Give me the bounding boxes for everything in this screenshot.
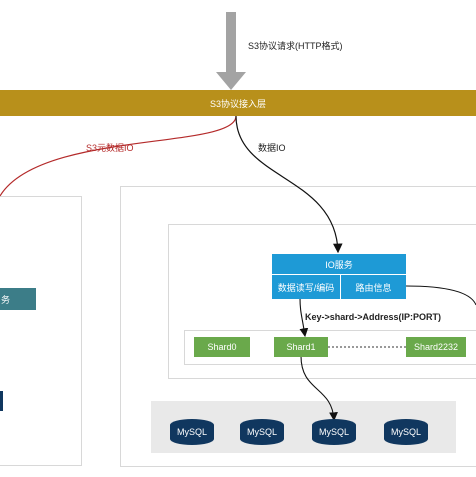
shard-label-0: Shard0 <box>207 342 237 352</box>
mysql-node-1[interactable]: MySQL <box>240 419 284 445</box>
meta-io-label: S3元数据IO <box>86 143 134 153</box>
io-service-route-label: 路由信息 <box>355 282 392 293</box>
io-service-route-cell[interactable]: 路由信息 <box>341 275 406 299</box>
mysql-label-2: MySQL <box>318 427 349 437</box>
metadata-panel <box>0 196 82 466</box>
left-edge-box <box>0 391 3 411</box>
shard-box-0[interactable]: Shard0 <box>194 337 250 357</box>
left-service-box[interactable]: 务 <box>0 288 36 310</box>
shard-label-1: Shard1 <box>286 342 316 352</box>
io-service-title[interactable]: IO服务 <box>272 254 406 274</box>
request-label: S3协议请求(HTTP格式) <box>248 41 343 51</box>
mysql-node-2[interactable]: MySQL <box>312 419 356 445</box>
io-service-data-cell[interactable]: 数据读写/编码 <box>272 275 340 299</box>
mysql-node-0[interactable]: MySQL <box>170 419 214 445</box>
request-arrow-icon <box>226 12 236 72</box>
shard-label-2232: Shard2232 <box>413 342 459 352</box>
mysql-label-1: MySQL <box>246 427 277 437</box>
io-service-title-label: IO服务 <box>325 259 353 270</box>
s3-access-layer-bar[interactable]: S3协议接入层 <box>0 90 476 116</box>
data-io-label: 数据IO <box>258 143 286 153</box>
mysql-label-0: MySQL <box>176 427 207 437</box>
mysql-node-3[interactable]: MySQL <box>384 419 428 445</box>
shard-box-1[interactable]: Shard1 <box>274 337 328 357</box>
shard-box-2232[interactable]: Shard2232 <box>406 337 466 357</box>
request-arrow-head-icon <box>216 72 246 90</box>
mapping-label: Key->shard->Address(IP:PORT) <box>305 312 442 322</box>
s3-access-layer-label: S3协议接入层 <box>209 98 266 109</box>
left-service-label: 务 <box>1 294 11 305</box>
mysql-label-3: MySQL <box>390 427 421 437</box>
io-service-data-label: 数据读写/编码 <box>277 282 335 293</box>
